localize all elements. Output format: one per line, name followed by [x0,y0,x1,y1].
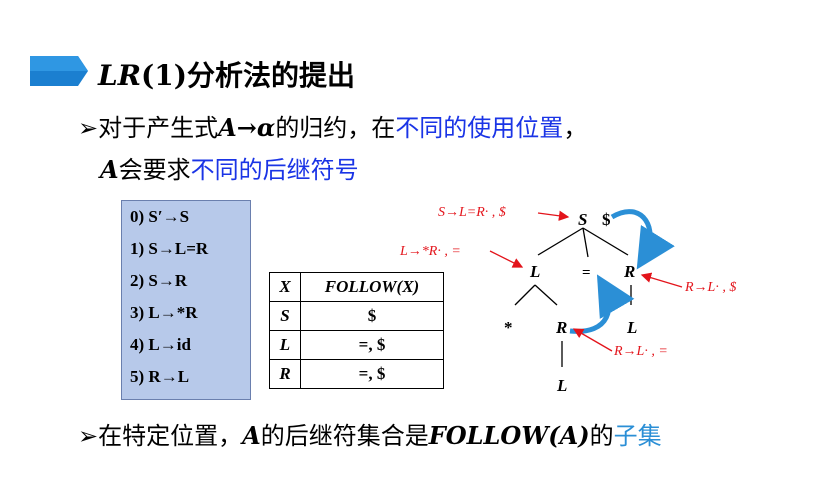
table-header-follow: FOLLOW(X) [300,272,444,302]
tree-edges [514,227,632,367]
grammar-rule: 1) S→L=R [130,239,209,258]
table-cell: L [269,330,301,360]
blue-flow-arrow-icon [610,209,675,270]
tree-node-star: * [504,318,513,337]
tree-node-l: L [529,262,540,281]
grammar-box: 0) S′→S 1) S→L=R 2) S→R 3) L→*R 4) L→id … [121,200,251,400]
bullet-reduction-context-line2: A会要求不同的后继符号 [100,155,359,184]
tree-node-r2: R [555,318,567,337]
grammar-rule: 0) S′→S [130,207,190,226]
bullet-marker-icon: ➢ [78,422,99,450]
table-cell: $ [300,301,444,331]
annotation-l-reduce: L→*R· , = [399,244,461,259]
grammar-rule: 3) L→*R [130,303,198,322]
tree-node-l2: L [626,318,637,337]
tree-node-s: S [578,210,587,229]
table-row: S $ [269,301,444,331]
annotation-r-reduce-eq: R→L· , = [613,344,668,359]
tree-node-eq: = [582,265,591,281]
blue-flow-arrow-icon [569,274,635,334]
bullet-marker-icon: ➢ [78,114,99,142]
table-row: R =, $ [269,359,444,389]
page-title: LR(1)分析法的提出 [98,59,355,92]
bullet-reduction-context: ➢对于产生式A→α的归约，在不同的使用位置， [78,113,588,142]
annotation-s-reduce: S→L=R· , $ [438,205,506,220]
table-row: L =, $ [269,330,444,360]
table-cell: S [269,301,301,331]
parse-tree-diagram: S $ L = R * R L L S→L=R· , $ L→*R· , = R… [399,205,736,395]
title-arrow-icon [30,56,88,86]
follow-table: X FOLLOW(X) S $ L =, $ R =, $ [269,272,444,389]
table-cell: =, $ [300,330,444,360]
tree-node-l3: L [556,376,567,395]
table-header-row: X FOLLOW(X) [269,272,444,302]
grammar-rule: 4) L→id [130,335,191,354]
tree-node-dollar: $ [602,210,611,229]
table-cell: R [269,359,301,389]
annotation-r-reduce-dollar: R→L· , $ [684,280,736,295]
grammar-rule: 2) S→R [130,271,188,290]
grammar-rule: 5) R→L [130,367,190,386]
table-cell: =, $ [300,359,444,389]
bullet-follow-subset: ➢在特定位置，A的后继符集合是FOLLOW(A)的子集 [78,421,662,450]
tree-node-r: R [623,262,635,281]
table-header-x: X [269,272,301,302]
